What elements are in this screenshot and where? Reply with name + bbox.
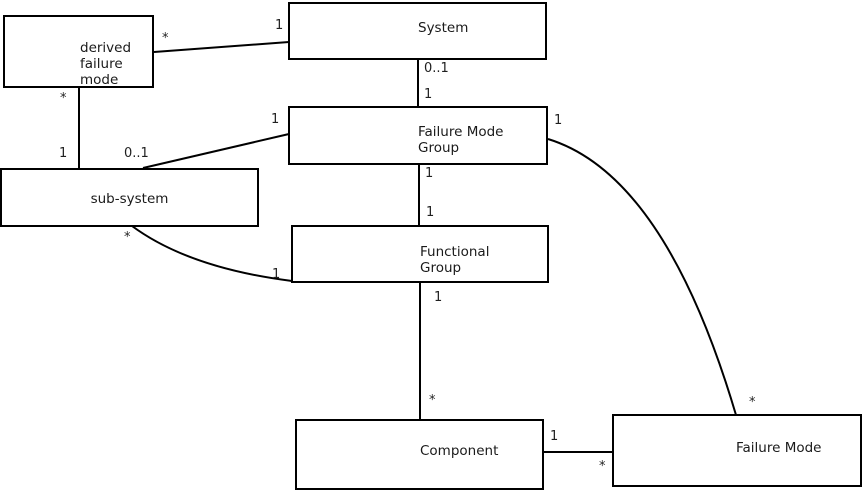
multiplicity-derived-failure-mode-system-target: 1 — [275, 18, 284, 33]
node-system: System — [288, 2, 547, 60]
node-component: Component — [295, 419, 544, 490]
node-label-system: System — [418, 20, 469, 36]
multiplicity-derived-failure-mode-sub-system-source: * — [60, 91, 67, 106]
multiplicity-functional-group-component-target: * — [429, 393, 436, 408]
multiplicity-derived-failure-mode-system-source: * — [162, 31, 169, 46]
node-label-failure-mode: Failure Mode — [736, 440, 822, 456]
node-functional-group: Functional Group — [291, 225, 549, 283]
multiplicity-system-failure-mode-group-target: 1 — [424, 87, 433, 102]
multiplicity-failure-mode-group-functional-group-target: 1 — [426, 205, 435, 220]
multiplicity-sub-system-functional-group-target: 1 — [272, 267, 281, 282]
node-label-functional-group: Functional Group — [420, 244, 490, 276]
multiplicity-component-failure-mode-source: 1 — [550, 429, 559, 444]
edge-sub-system-failure-mode-group — [142, 133, 290, 169]
multiplicity-sub-system-failure-mode-group-source: 0..1 — [124, 146, 149, 161]
node-sub-system: sub-system — [0, 168, 259, 227]
node-failure-mode-group: Failure Mode Group — [288, 106, 548, 165]
edge-failure-mode-group-failure-mode — [547, 138, 737, 416]
multiplicity-sub-system-functional-group-source: * — [124, 230, 131, 245]
multiplicity-failure-mode-group-failure-mode-source: 1 — [554, 113, 563, 128]
node-label-derived-failure-mode: derived failure mode — [80, 40, 132, 88]
node-label-sub-system: sub-system — [90, 191, 169, 207]
multiplicity-failure-mode-group-functional-group-source: 1 — [425, 166, 434, 181]
multiplicity-functional-group-component-source: 1 — [434, 290, 443, 305]
multiplicity-sub-system-failure-mode-group-target: 1 — [271, 112, 280, 127]
multiplicity-failure-mode-group-failure-mode-target: * — [749, 395, 756, 410]
multiplicity-system-failure-mode-group-source: 0..1 — [424, 61, 449, 76]
node-failure-mode: Failure Mode — [612, 414, 862, 487]
edge-derived-failure-mode-system — [153, 41, 290, 53]
node-label-component: Component — [420, 443, 499, 459]
multiplicity-component-failure-mode-target: * — [599, 459, 606, 474]
edge-sub-system-functional-group — [131, 225, 293, 282]
multiplicity-derived-failure-mode-sub-system-target: 1 — [59, 146, 68, 161]
node-derived-failure-mode: derived failure mode — [3, 15, 154, 88]
node-label-failure-mode-group: Failure Mode Group — [418, 124, 504, 156]
